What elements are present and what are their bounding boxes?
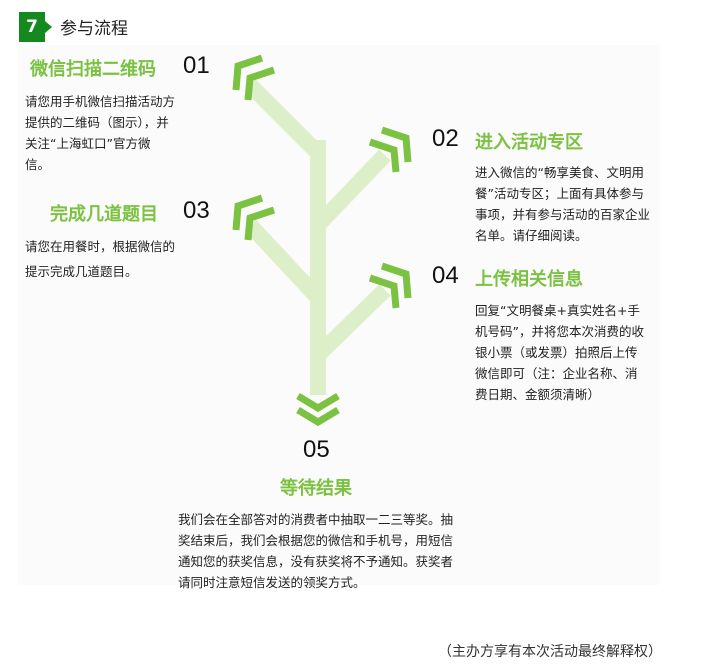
step-04-text: 回复“文明餐桌+真实姓名+手机号码”，并将您本次消费的收银小票（或发票）拍照后上…	[475, 303, 644, 402]
section-number-badge: 7	[19, 12, 52, 42]
step-01-text: 请您用手机微信扫描活动方提供的二维码（图示），并关注“上海虹口”官方微信。	[25, 94, 176, 172]
step-03-title: 完成几道题目	[50, 204, 158, 225]
step-01-number: 01	[183, 52, 210, 79]
footer-note: （主办方享有本次活动最终解释权）	[438, 644, 662, 660]
step-02-number: 02	[432, 125, 459, 152]
chevron-icon-04	[368, 262, 412, 309]
step-02-text: 进入微信的“畅享美食、文明用餐”活动专区；上面有具体参与事项，并有参与活动的百家…	[475, 165, 651, 243]
chevron-icon-02	[368, 126, 412, 173]
step-03-text: 请您在用餐时，根据微信的提示完成几道题目。	[25, 239, 176, 279]
step-01-title: 微信扫描二维码	[30, 59, 156, 80]
branch-01	[244, 79, 326, 161]
flow-panel	[18, 45, 660, 585]
step-04-title: 上传相关信息	[475, 269, 583, 290]
section-title: 参与流程	[60, 19, 128, 39]
step-03-number: 03	[183, 197, 210, 224]
branch-03	[244, 219, 326, 306]
step-05-title: 等待结果	[280, 478, 352, 499]
branch-04	[312, 284, 391, 361]
step-05-text: 我们会在全部答对的消费者中抽取一二三等奖。抽奖结束后，我们会根据您的微信和手机号…	[178, 512, 454, 590]
chevron-down-icon-05	[296, 392, 340, 427]
step-04-number: 04	[432, 262, 459, 289]
chevron-icon-01	[232, 54, 276, 101]
chevron-icon-03	[232, 194, 276, 241]
step-02-title: 进入活动专区	[475, 132, 583, 153]
step-05-number: 05	[303, 436, 330, 463]
branch-02	[312, 149, 391, 231]
